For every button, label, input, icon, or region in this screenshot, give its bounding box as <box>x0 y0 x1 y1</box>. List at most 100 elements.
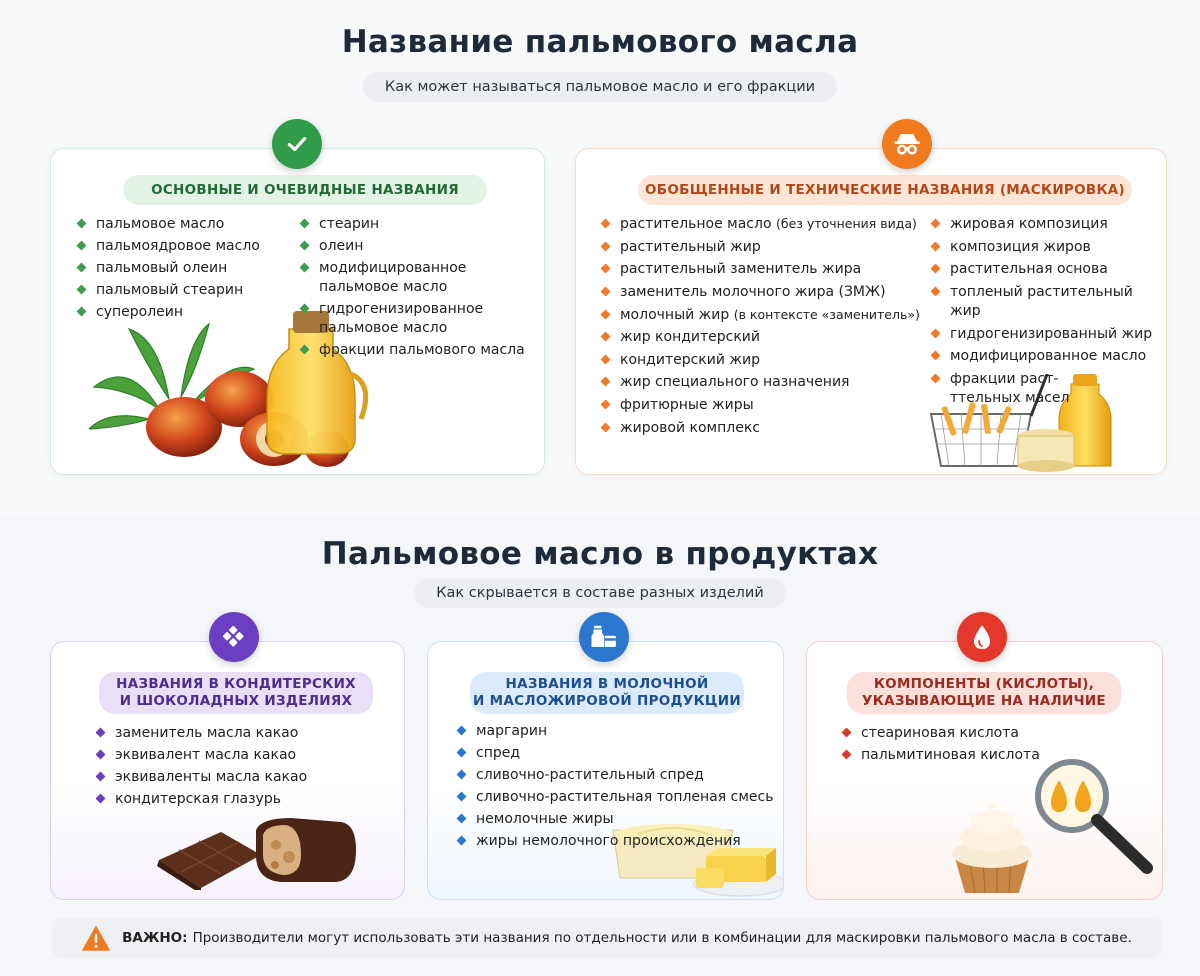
diamond-bullet-icon <box>95 793 106 804</box>
margarine-butter-illustration <box>612 824 783 897</box>
diamond-bullet-icon <box>299 240 310 251</box>
diamond-bullet-icon <box>930 373 941 384</box>
list-item-text: пальмоядровое масло <box>96 238 260 255</box>
list-item: сливочно-растительная топленая смесь <box>456 788 776 807</box>
check-icon <box>272 119 322 169</box>
list-item: заменитель молочного жира (ЗМЖ) <box>600 283 920 302</box>
diamond-bullet-icon <box>600 263 611 274</box>
list-item: пальмоядровое масло <box>76 237 286 256</box>
diamond-bullet-icon <box>600 354 611 365</box>
list-item-text: стеарин <box>319 216 380 232</box>
acids-heading-line-1: КОМПОНЕНТЫ (КИСЛОТЫ), <box>873 676 1095 693</box>
list-item-text: растительный заменитель жира <box>620 261 862 278</box>
list-item: кондитерский жир <box>600 351 920 370</box>
diamond-bullet-icon <box>930 286 941 297</box>
main-names-list-1: пальмовое масло пальмоядровое масло пальмо… <box>76 215 286 325</box>
list-item-text: растительное масло <box>620 216 772 232</box>
list-item-text: заменитель масла какао <box>115 725 299 741</box>
chocolate-illustration <box>157 818 356 890</box>
list-item: немолочные жиры <box>456 810 776 829</box>
list-item: стеарин <box>299 215 539 234</box>
list-item: маргарин <box>456 722 776 741</box>
card-technical-names: ОБОБЩЕННЫЕ И ТЕХНИЧЕСКИЕ НАЗВАНИЯ (МАСКИ… <box>575 148 1167 475</box>
diamond-bullet-icon <box>600 331 611 342</box>
list-item: эквиваленты масла какао <box>95 768 385 787</box>
list-item-text: молочный жир <box>620 306 730 323</box>
diamond-bullet-icon <box>841 727 852 738</box>
list-item-text: жировой комплекс <box>620 419 760 436</box>
list-item-text: модифицированное пальмовое масло <box>319 260 467 296</box>
diamond-bullet-icon <box>456 835 467 846</box>
list-item: растительный заменитель жира <box>600 260 920 279</box>
diamond-bullet-icon <box>76 306 87 317</box>
list-item: кондитерская глазурь <box>95 790 385 809</box>
diamond-bullet-icon <box>600 422 611 433</box>
list-item: сливочно-растительный спред <box>456 766 776 785</box>
list-item-text: заменитель молочного жира (ЗМЖ) <box>620 283 886 300</box>
section1-subtitle: Как может называться пальмовое масло и е… <box>362 72 838 102</box>
diamond-bullet-icon <box>299 344 310 355</box>
list-item: гидрогенизированный жир <box>930 325 1162 344</box>
tech-names-list-2: жировая композиция композиция жиров растит… <box>930 215 1162 411</box>
diamond-bullet-icon <box>76 284 87 295</box>
diamond-bullet-icon <box>299 303 310 314</box>
incognito-spy-icon <box>882 119 932 169</box>
list-item: пальмовый стеарин <box>76 281 286 300</box>
cupcake-magnifier-illustration <box>952 759 1153 894</box>
oil-drop-icon <box>957 612 1007 662</box>
list-item-text: пальмовое масло <box>96 216 225 232</box>
diamond-bullet-icon <box>600 218 611 229</box>
diamond-bullet-icon <box>930 241 941 252</box>
list-item-text: сливочно-растительная топленая смесь <box>476 789 774 806</box>
list-item-text: растительный жир <box>620 238 761 255</box>
confect-heading-line-1: НАЗВАНИЯ В КОНДИТЕРСКИХ <box>116 676 356 693</box>
chocolate-bar-icon <box>209 612 259 662</box>
diamond-bullet-icon <box>95 727 106 738</box>
diamond-bullet-icon <box>456 747 467 758</box>
card-main-heading: ОСНОВНЫЕ И ОЧЕВИДНЫЕ НАЗВАНИЯ <box>123 175 487 205</box>
warning-label: ВАЖНО: <box>122 930 188 946</box>
list-item-text: фракции пальмового масла <box>319 342 525 359</box>
list-item: фракции раст- ттельных масел <box>930 370 1162 408</box>
diamond-bullet-icon <box>930 218 941 229</box>
diamond-bullet-icon <box>95 771 106 782</box>
card-acids: КОМПОНЕНТЫ (КИСЛОТЫ), УКАЗЫВАЮЩИЕ НА НАЛ… <box>806 641 1163 900</box>
list-item: пальмовый олеин <box>76 259 286 278</box>
diamond-bullet-icon <box>600 376 611 387</box>
fryer-oil-illustration <box>929 374 1112 472</box>
diamond-bullet-icon <box>299 218 310 229</box>
diamond-bullet-icon <box>841 749 852 760</box>
diamond-bullet-icon <box>456 791 467 802</box>
list-item: жировая композиция <box>930 215 1162 234</box>
warning-triangle-icon <box>82 925 110 951</box>
card-confectionery: НАЗВАНИЯ В КОНДИТЕРСКИХ И ШОКОЛАДНЫХ ИЗД… <box>50 641 405 900</box>
list-item-note: (в контексте «заменитель») <box>733 306 920 322</box>
list-item-text: олеин <box>319 238 364 255</box>
dairy-heading-line-1: НАЗВАНИЯ В МОЛОЧНОЙ <box>505 676 709 693</box>
list-item: пальмитиновая кислота <box>841 746 1141 765</box>
list-item: модифицированное пальмовое масло <box>299 259 539 297</box>
list-item: жир специального назначения <box>600 373 920 392</box>
list-item: композиция жиров <box>930 238 1162 257</box>
list-item: топленый растительный жир <box>930 283 1162 321</box>
list-item: заменитель масла какао <box>95 724 385 743</box>
list-item-note: (без уточнения вида) <box>775 216 917 231</box>
list-item: модифицированное масло <box>930 347 1162 366</box>
list-item: молочный жир (в контексте «заменитель») <box>600 306 920 325</box>
warning-text: Производители могут использовать эти наз… <box>192 930 1132 946</box>
diamond-bullet-icon <box>456 813 467 824</box>
list-item: растительная основа <box>930 260 1162 279</box>
list-item-text: фритюрные жиры <box>620 397 754 413</box>
list-item-text: суперолеин <box>96 304 184 321</box>
tech-names-list-1: растительное масло (без уточнения вида) р… <box>600 215 920 441</box>
acids-heading-line-2: УКАЗЫВАЮЩИЕ НА НАЛИЧИЕ <box>862 693 1106 709</box>
list-item: жиры немолочного происхождения <box>456 832 776 851</box>
card-dairy-heading: НАЗВАНИЯ В МОЛОЧНОЙ И МАСЛОЖИРОВОЙ ПРОДУ… <box>470 672 744 714</box>
list-item-text: жировая композиция <box>950 216 1108 232</box>
section2-title: Пальмовое масло в продуктах <box>321 536 879 572</box>
main-names-list-2: стеарин олеин модифицированное пальмовое м… <box>299 215 539 363</box>
diamond-bullet-icon <box>76 218 87 229</box>
list-item-text: кондитерский жир <box>620 351 761 368</box>
